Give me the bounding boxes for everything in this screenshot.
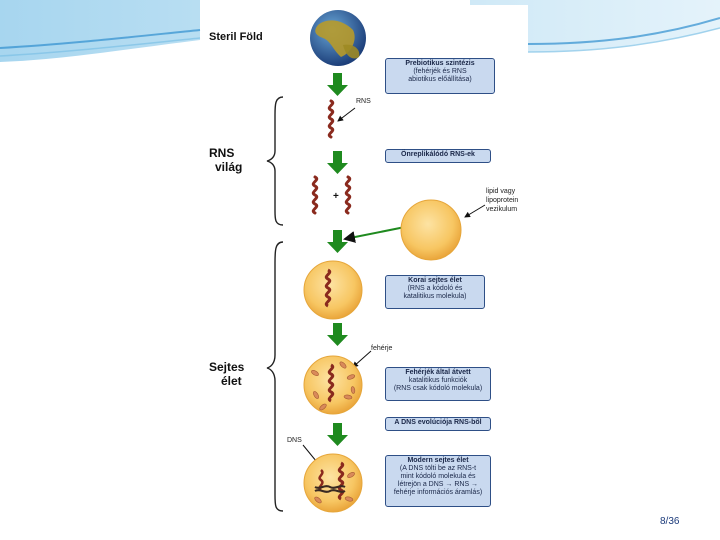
- rna-world-label-line2: világ: [215, 160, 243, 174]
- green-flow-arrows: [327, 73, 348, 446]
- early-cell-icon: [303, 260, 363, 320]
- box-line: katalitikus molekula): [403, 293, 467, 300]
- box-early-cellular-life: Korai sejtes élet (RNS a kódoló és katal…: [385, 275, 485, 309]
- cellular-life-label-line1: Sejtes: [209, 360, 245, 374]
- box-title: Korai sejtes élet: [408, 277, 462, 284]
- vesicle-label-line2: lipoprotein: [486, 197, 519, 204]
- cellular-life-label-line2: élet: [221, 374, 242, 388]
- box-line: (RNS csak kódoló molekula): [393, 385, 483, 392]
- earth-globe-icon: [310, 10, 366, 66]
- cellular-life-brace: [266, 241, 284, 512]
- vesicle-label-line3: vezikulum: [486, 206, 518, 213]
- rna-label: RNS: [356, 98, 371, 105]
- box-self-replicating-rna: Önreplikálódó RNS-ek: [385, 149, 491, 163]
- lipid-vesicle-icon: [400, 199, 462, 261]
- vesicle-label-line1: lipid vagy: [486, 188, 516, 195]
- vesicle-merge-arrow: [343, 226, 406, 243]
- box-dna-evolution: A DNS evolúciója RNS-ből: [385, 417, 491, 431]
- modern-cell-icon: [303, 453, 363, 513]
- rna-world-label: RNS világ: [209, 146, 242, 174]
- protein-label: fehérje: [371, 345, 393, 352]
- box-line: (RNS a kódoló és: [407, 285, 463, 292]
- vesicle-label: lipid vagy lipoprotein vezikulum: [486, 187, 518, 214]
- box-prebiotic-synthesis: Prebiotikus szintézis (fehérjék és RNS a…: [385, 58, 495, 94]
- box-line: létrejön a DNS → RNS →: [397, 481, 479, 488]
- box-protein-catalysis: Fehérjék által átvett katalitikus funkci…: [385, 367, 491, 401]
- box-title: Modern sejtes élet: [407, 457, 469, 464]
- box-title: A DNS evolúciója RNS-ből: [394, 419, 482, 426]
- box-line: mint kódoló molekula és: [400, 473, 476, 480]
- diagram-title: Steril Föld: [209, 31, 263, 43]
- page-number: 8/36: [660, 516, 680, 527]
- dna-label: DNS: [287, 437, 302, 444]
- cellular-life-label: Sejtes élet: [209, 360, 244, 388]
- box-line: katalitikus funkciók: [408, 377, 468, 384]
- box-title: Fehérjék által átvett: [405, 369, 471, 376]
- box-title: Önreplikálódó RNS-ek: [401, 151, 475, 158]
- box-title: Prebiotikus szintézis: [405, 60, 475, 67]
- rna-world-brace: [266, 96, 284, 226]
- rna-world-label-line1: RNS: [209, 146, 235, 160]
- box-line: (A DNS tölti be az RNS-t: [399, 465, 477, 472]
- plus-sign: +: [333, 191, 339, 202]
- box-modern-cellular-life: Modern sejtes élet (A DNS tölti be az RN…: [385, 455, 491, 507]
- box-line: fehérje információs áramlás): [393, 489, 483, 496]
- protein-cell-icon: [303, 355, 363, 415]
- box-line: abiotikus előállítása): [408, 76, 472, 83]
- box-line: (fehérjék és RNS: [413, 68, 467, 75]
- rna-world-diagram: +: [203, 5, 528, 515]
- diagram-graphics: +: [266, 10, 486, 513]
- rna-strand-icons: [311, 99, 352, 215]
